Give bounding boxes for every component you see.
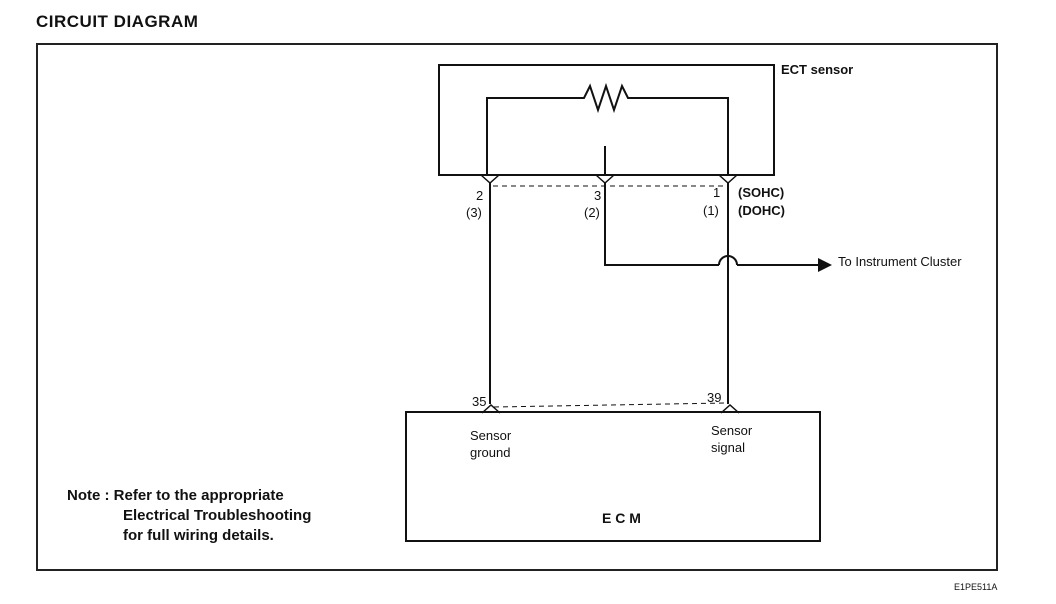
ecm-connector-dashed (493, 402, 727, 408)
ecm-label: E C M (602, 510, 641, 526)
resistor-icon (576, 82, 636, 114)
note-line-2: Electrical Troubleshooting (123, 507, 312, 524)
instrument-cluster-wire (604, 183, 719, 266)
sensor-signal-label-line1: Sensor (711, 423, 753, 438)
ect-sensor-label: ECT sensor (781, 62, 854, 77)
arrow-right-icon (818, 258, 832, 272)
connector-icon-pin-39 (720, 403, 740, 414)
note-line-1: Note : Refer to the appropriate (67, 487, 284, 504)
sensor-ground-label-line2: ground (470, 445, 511, 460)
pin-2-sohc-label: 2 (476, 188, 484, 203)
pin-3-dohc-label: (3) (466, 205, 482, 220)
connector-icon-pin-35 (481, 403, 501, 414)
sensor-ground-label-line1: Sensor (470, 428, 512, 443)
instrument-cluster-label: To Instrument Cluster (838, 254, 962, 269)
sensor-signal-label-line2: signal (711, 440, 745, 455)
diagram-title: CIRCUIT DIAGRAM (36, 12, 199, 31)
figure-code: E1PE511A (954, 582, 998, 592)
ecm-pin-35-label: 35 (472, 394, 487, 409)
pin-2-dohc-label: (2) (584, 205, 600, 220)
pin-3-sohc-label: 3 (594, 188, 602, 203)
pin-1-dohc-label: (1) (703, 203, 719, 218)
ecm-pin-39-label: 39 (707, 390, 722, 405)
pin-1-sohc-label: 1 (713, 185, 721, 200)
connector-icon-pin-3 (595, 174, 615, 185)
resistor-loop-wire (486, 97, 576, 174)
connector-icon-pin-2 (480, 174, 500, 185)
dohc-variant-label: (DOHC) (738, 203, 785, 218)
note-text: Note : Refer to the appropriate Electric… (67, 486, 311, 546)
connector-icon-pin-1 (718, 174, 738, 185)
ecm-box (405, 411, 821, 542)
diagram-frame (36, 43, 998, 571)
sohc-variant-label: (SOHC) (738, 185, 785, 200)
note-line-3: for full wiring details. (123, 527, 274, 544)
resistor-loop-wire-right (636, 97, 729, 174)
ect-sensor-box (438, 64, 775, 176)
